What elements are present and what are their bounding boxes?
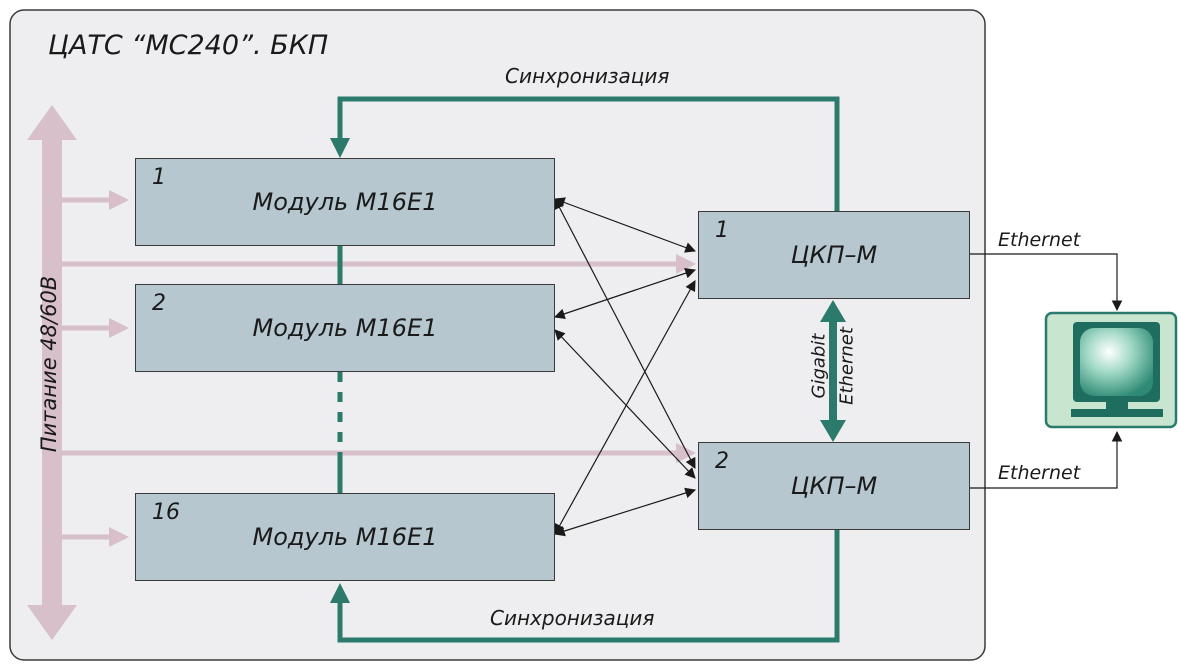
ckp-number: 2 [715, 449, 729, 474]
ckp-box-1: 1 ЦКП–М [698, 211, 970, 299]
module-number: 2 [152, 291, 166, 316]
ethernet-top-label: Ethernet [998, 229, 1081, 251]
gigabit-label: Gigabit [808, 333, 830, 399]
ethernet-bottom-label: Ethernet [998, 462, 1081, 484]
gigabit-ethernet-label: Ethernet [836, 327, 858, 405]
module-box-2: 2 Модуль М16Е1 [135, 284, 555, 372]
module-number: 16 [152, 500, 180, 525]
power-bus-arrow [27, 105, 77, 640]
power-label: Питание 48/60В [37, 275, 61, 453]
sync-bottom-line [330, 530, 840, 643]
diagram-title: ЦАТС “МС240”. БКП [48, 30, 329, 61]
sync-bottom-label: Синхронизация [490, 606, 655, 630]
ckp-name: ЦКП–М [790, 472, 878, 500]
ethernet-lines [970, 253, 1123, 489]
ckp-number: 1 [715, 218, 729, 243]
sync-top-label: Синхронизация [505, 64, 670, 88]
module-box-16: 16 Модуль М16Е1 [135, 493, 555, 581]
monitor-icon [1044, 311, 1178, 429]
module-name: Модуль М16Е1 [252, 314, 438, 342]
interconnect-lines [553, 197, 697, 537]
module-name: Модуль М16Е1 [252, 188, 438, 216]
module-number: 1 [152, 165, 166, 190]
gigabit-link-arrow [820, 300, 846, 442]
sync-top-line [330, 96, 840, 212]
ckp-box-2: 2 ЦКП–М [698, 442, 970, 530]
module-name: Модуль М16Е1 [252, 523, 438, 551]
module-box-1: 1 Модуль М16Е1 [135, 158, 555, 246]
ckp-name: ЦКП–М [790, 241, 878, 269]
